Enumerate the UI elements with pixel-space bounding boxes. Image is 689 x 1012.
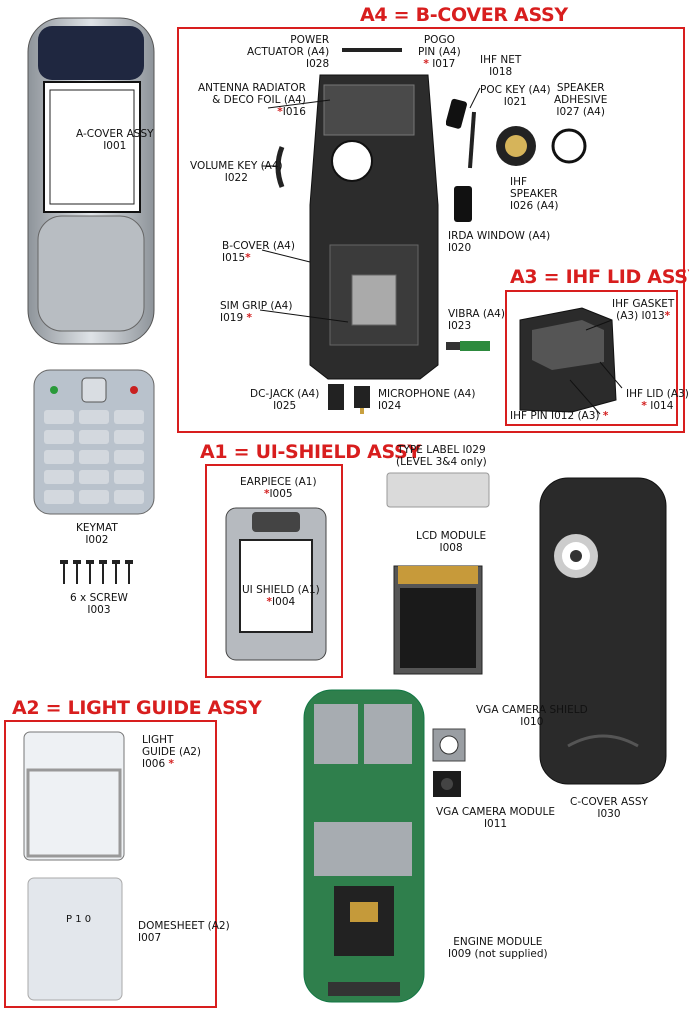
- required-asterisk: *: [245, 252, 251, 264]
- ui-shield-part: [222, 500, 330, 668]
- label-ihf-gasket: IHF GASKET (A3) I013*: [612, 298, 675, 322]
- required-asterisk: *: [246, 312, 252, 324]
- a3-header: A3 = IHF LID ASSY: [510, 266, 689, 288]
- required-asterisk: *: [602, 410, 609, 422]
- volume-key-part: [270, 145, 290, 189]
- label-antenna-radiator: ANTENNA RADIATOR& DECO FOIL (A4) *I016: [198, 82, 306, 118]
- label-ihf-pin: IHF PIN I012 (A3) *: [510, 410, 609, 422]
- label-microphone: MICROPHONE (A4)I024: [378, 388, 476, 412]
- domesheet-part: [26, 876, 124, 1002]
- required-asterisk: *: [263, 488, 270, 500]
- label-ui-shield: UI SHIELD (A1) *I004: [242, 584, 320, 608]
- vibra-part: [446, 338, 492, 354]
- keymat-part: [30, 368, 158, 516]
- required-asterisk: *: [168, 758, 174, 770]
- label-irda-window: IRDA WINDOW (A4)I020: [448, 230, 551, 254]
- a-cover-part: [26, 16, 156, 346]
- required-asterisk: *: [641, 400, 647, 412]
- vga-camera-module-part: [432, 770, 462, 798]
- poc-key-part: [464, 110, 478, 170]
- microphone-part: [352, 382, 374, 414]
- label-type-label: TYPE LABEL I029(LEVEL 3&4 only): [396, 444, 487, 468]
- engine-module-part: [300, 688, 428, 1006]
- lcd-module-part: [392, 560, 484, 678]
- vga-camera-shield-part: [432, 728, 466, 762]
- a2-assembly-frame: [4, 720, 217, 1008]
- ihf-lid-part: [512, 300, 622, 418]
- irda-window-part: [452, 184, 476, 226]
- a3-assembly-frame: [505, 290, 678, 426]
- dc-jack-part: [326, 382, 348, 414]
- light-guide-part: [20, 730, 128, 864]
- label-b-cover: B-COVER (A4) I015*: [222, 240, 295, 264]
- label-sim-grip: SIM GRIP (A4) I019 *: [220, 300, 293, 324]
- ihf-net-part: [445, 98, 468, 132]
- label-earpiece: EARPIECE (A1) *I005: [240, 476, 317, 500]
- c-cover-part: [538, 476, 668, 788]
- a2-header: A2 = LIGHT GUIDE ASSY: [12, 697, 262, 719]
- required-asterisk: *: [266, 596, 273, 608]
- screws-part: [58, 560, 138, 586]
- power-actuator-part: [342, 42, 402, 52]
- label-poc-key: POC KEY (A4)I021: [480, 84, 551, 108]
- label-volume-key: VOLUME KEY (A4)I022: [190, 160, 283, 184]
- label-dc-jack: DC-JACK (A4)I025: [250, 388, 320, 412]
- label-vibra: VIBRA (A4)I023: [448, 308, 505, 332]
- required-asterisk: *: [423, 58, 429, 70]
- ihf-speaker-part: [494, 124, 538, 168]
- a4-header: A4 = B-COVER ASSY: [360, 4, 568, 26]
- a1-assembly-frame: [205, 464, 343, 678]
- label-domesheet: DOMESHEET (A2)I007: [138, 920, 230, 944]
- a4-assembly-frame: [177, 27, 685, 433]
- speaker-adhesive-part: [550, 127, 588, 165]
- required-asterisk: *: [277, 106, 283, 118]
- required-asterisk: *: [664, 310, 671, 322]
- domesheet-print: P 1 0: [66, 914, 92, 925]
- a1-header: A1 = UI-SHIELD ASSY: [200, 441, 421, 463]
- type-label-part: [386, 472, 490, 508]
- label-ihf-lid: IHF LID (A3) * I014: [626, 388, 689, 412]
- b-cover-part: [300, 65, 448, 385]
